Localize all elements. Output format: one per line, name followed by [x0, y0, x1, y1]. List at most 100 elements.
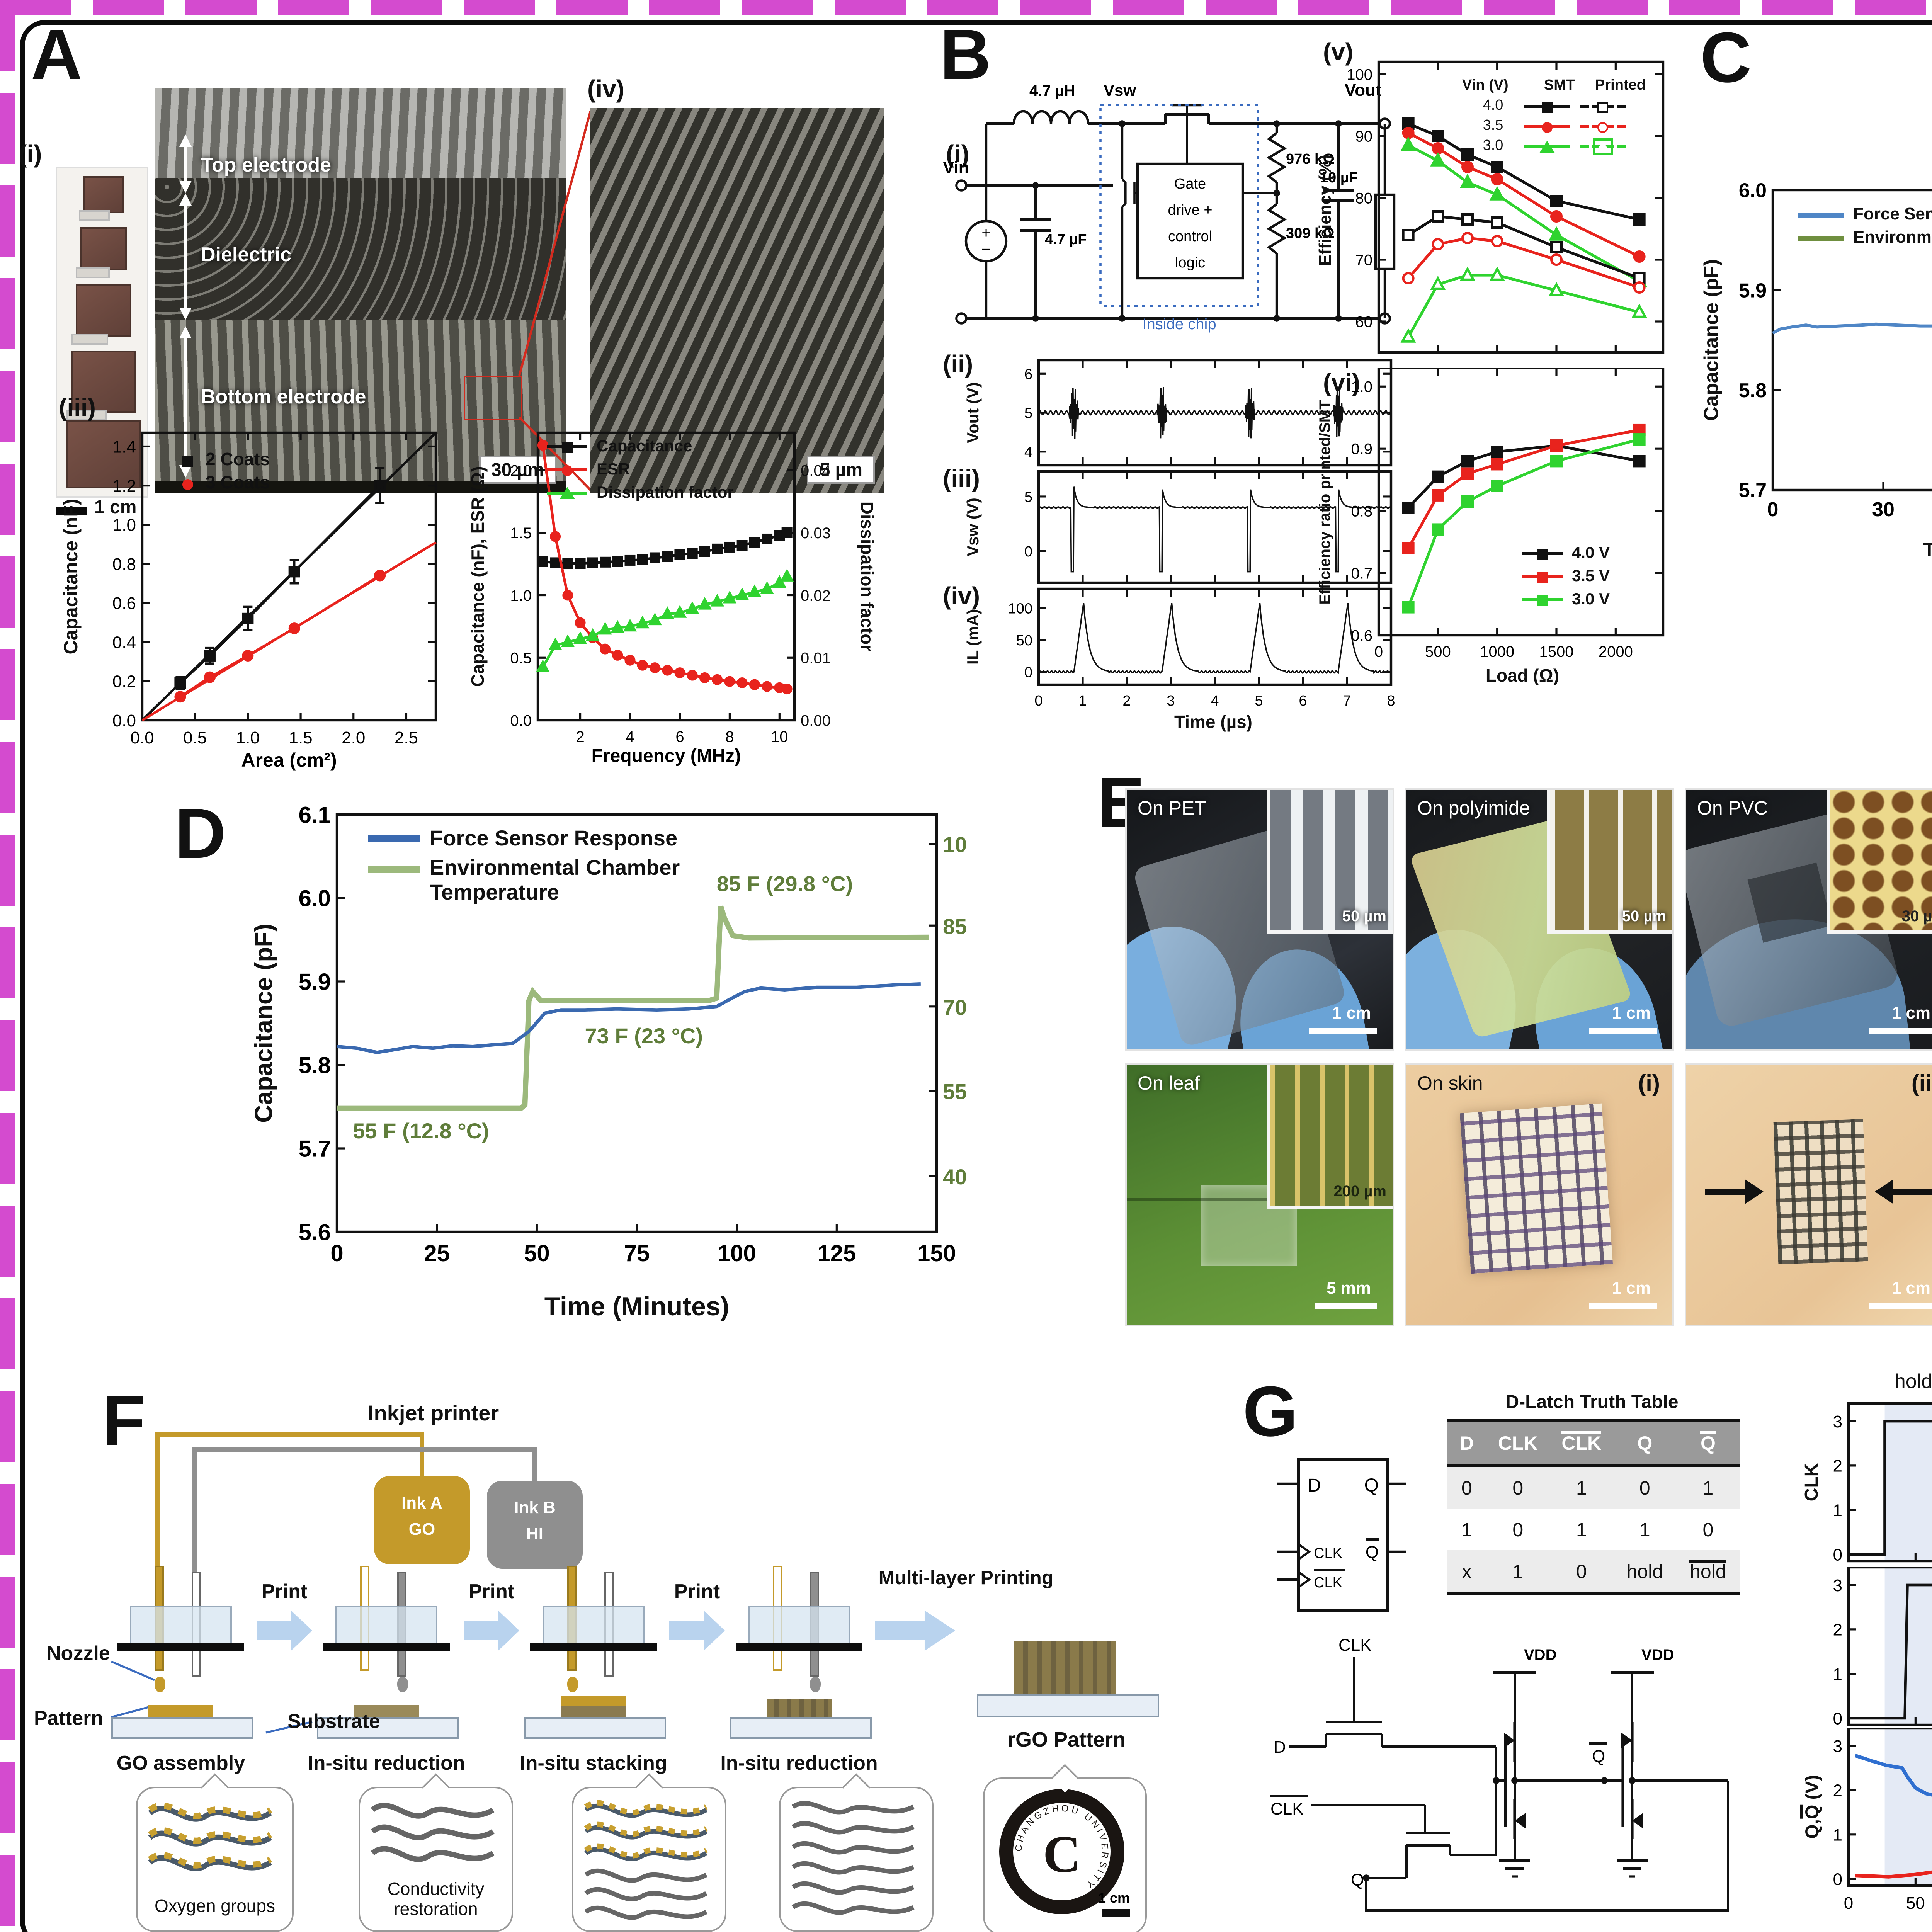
print-arrow-1-label: Print	[261, 1580, 308, 1603]
panel-a-iv-tag: (iv)	[587, 77, 624, 104]
panel-g-label: G	[1243, 1371, 1298, 1451]
svg-text:0.0: 0.0	[130, 728, 154, 747]
il-ylabel: IL (mA)	[964, 609, 983, 665]
svg-text:2: 2	[1833, 1621, 1842, 1639]
svg-text:4: 4	[1024, 444, 1032, 460]
panel-b-vi-tag: (vi)	[1323, 371, 1360, 397]
d-ylabel: Capacitance (pF)	[252, 923, 278, 1123]
photo-label: On PET	[1138, 798, 1206, 819]
boost-converter-circuit: +− Gate drive + control logic	[943, 81, 1396, 333]
latch-clk: CLK	[1314, 1545, 1342, 1561]
polyimide-inset: 50 µm	[1547, 790, 1672, 933]
svg-text:1.0: 1.0	[112, 516, 136, 535]
svg-text:1: 1	[1833, 1665, 1842, 1684]
a3r-legend: Capacitance ESR Dissipation factor	[547, 437, 734, 507]
svg-text:6.0: 6.0	[299, 886, 331, 912]
compress-arrow-left-icon	[1705, 1189, 1745, 1195]
truth-table-title: D-Latch Truth Table	[1505, 1391, 1679, 1413]
svg-text:0: 0	[1024, 665, 1032, 681]
latch-q: Q	[1364, 1475, 1379, 1496]
panel-b-label: B	[940, 14, 991, 94]
inductor-label: 4.7 µH	[1029, 82, 1075, 99]
svg-text:0.0: 0.0	[112, 711, 136, 730]
svg-text:0.8: 0.8	[112, 555, 136, 574]
svg-text:8: 8	[725, 728, 734, 745]
svg-text:100: 100	[1008, 600, 1032, 617]
callout-logo: CHANGZHOU UNIVERSITY C 1 cm	[983, 1777, 1147, 1932]
panel-b-i-tag: (i)	[946, 142, 969, 168]
c-ylabel: Capacitance (pF)	[1699, 259, 1723, 421]
svg-text:0.4: 0.4	[112, 633, 136, 652]
r2-label: 309 kΩ	[1286, 225, 1335, 242]
svg-text:55 F (12.8 °C): 55 F (12.8 °C)	[353, 1119, 489, 1143]
svg-text:1: 1	[1833, 1826, 1842, 1845]
latch-clkb: CLK	[1314, 1575, 1342, 1591]
step2-caption: In-situ reduction	[308, 1751, 465, 1774]
svg-text:3: 3	[1833, 1576, 1842, 1595]
svg-text:3: 3	[1833, 1737, 1842, 1756]
svg-text:5: 5	[1024, 489, 1032, 505]
svg-text:100°F: 100°F	[943, 832, 966, 857]
svg-text:0: 0	[1034, 693, 1043, 709]
svg-text:0.03: 0.03	[801, 525, 831, 542]
svg-text:125: 125	[817, 1240, 856, 1266]
svg-text:5.6: 5.6	[299, 1219, 331, 1245]
svg-text:2: 2	[1122, 693, 1131, 709]
panel-b-ii-tag: (ii)	[943, 352, 973, 379]
scalebar-1cm	[56, 507, 87, 515]
svg-text:0.6: 0.6	[1351, 627, 1372, 644]
panel-a-i-tag: (i)	[19, 142, 42, 168]
a3r-ylabel-right: Dissipation factor	[856, 501, 875, 652]
efficiency-ratio-ylabel: Efficiency ratio printed/SMT	[1318, 400, 1335, 605]
efficiency-ratio-legend: 4.0 V 3.5 V 3.0 V	[1522, 544, 1610, 614]
svg-text:1000: 1000	[1480, 643, 1514, 660]
gcir-qb: Q	[1592, 1747, 1605, 1766]
svg-text:1.0: 1.0	[510, 587, 532, 604]
sem-top-electrode-label: Top electrode	[201, 153, 332, 176]
vout-ylabel: Vout (V)	[964, 382, 983, 443]
svg-text:3: 3	[1167, 693, 1175, 709]
svg-text:2: 2	[1833, 1457, 1842, 1476]
svg-text:0.0: 0.0	[510, 712, 532, 729]
svg-text:50: 50	[1016, 633, 1032, 649]
svg-text:7: 7	[1343, 693, 1351, 709]
gcir-d: D	[1274, 1738, 1286, 1757]
svg-text:4: 4	[1211, 693, 1219, 709]
svg-text:0: 0	[1844, 1894, 1853, 1913]
callout-oxygen-groups: Oxygen groups	[136, 1787, 294, 1932]
photo-ii-tag: (ii)	[1911, 1071, 1932, 1097]
station-insitu-stacking	[524, 1563, 666, 1748]
svg-text:90: 90	[1355, 128, 1373, 145]
nozzle-label: Nozzle	[46, 1641, 110, 1665]
svg-text:10: 10	[771, 728, 788, 745]
vout-label: Vout	[1345, 81, 1381, 100]
compress-arrow-right-icon	[1893, 1189, 1932, 1195]
capacitor-photo	[56, 167, 148, 498]
svg-text:100: 100	[1347, 66, 1372, 83]
panel-c-label: C	[1700, 17, 1752, 97]
panel-d-label: D	[175, 793, 226, 873]
print-arrow-3-label: Print	[674, 1580, 720, 1603]
svg-text:1.0: 1.0	[236, 728, 260, 747]
svg-text:2.5: 2.5	[395, 728, 418, 747]
svg-text:8: 8	[1387, 693, 1395, 709]
svg-text:3: 3	[1833, 1412, 1842, 1431]
svg-text:50: 50	[524, 1240, 550, 1266]
svg-text:5.7: 5.7	[1739, 480, 1767, 502]
svg-text:60: 60	[1355, 313, 1373, 330]
rgo-pattern-result	[977, 1641, 1159, 1734]
gcir-vdd2: VDD	[1641, 1646, 1674, 1663]
panel-a-iii-tag: (iii)	[59, 396, 96, 422]
svg-text:85 F (29.8 °C): 85 F (29.8 °C)	[717, 872, 853, 896]
svg-text:5.9: 5.9	[299, 969, 331, 995]
border-left	[0, 0, 15, 1932]
svg-text:0: 0	[1833, 1546, 1842, 1565]
